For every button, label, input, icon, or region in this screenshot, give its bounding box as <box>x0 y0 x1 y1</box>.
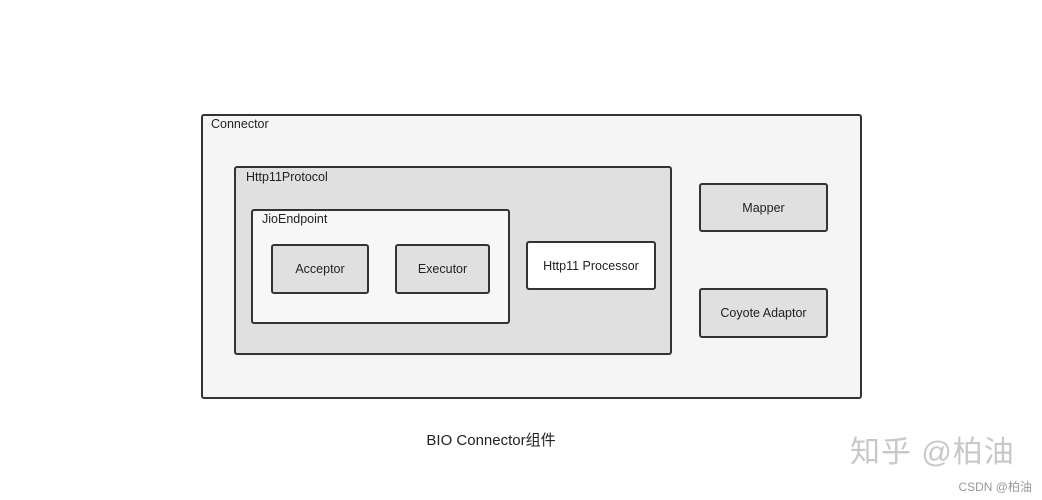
acceptor-label: Acceptor <box>295 262 345 276</box>
csdn-credit: CSDN @柏油 <box>958 480 1032 494</box>
executor-label: Executor <box>417 262 468 276</box>
jioendpoint-label: JioEndpoint <box>262 212 328 226</box>
mapper-label: Mapper <box>742 200 785 215</box>
coyote-adaptor-label: Coyote Adaptor <box>720 306 807 320</box>
mapper-node: Mapper <box>699 183 828 232</box>
http11protocol-label: Http11Protocol <box>246 170 328 184</box>
connector-label: Connector <box>211 117 269 131</box>
zhihu-watermark: 知乎 @柏油 <box>850 436 1015 469</box>
http11-processor-node: Http11 Processor <box>526 241 656 290</box>
executor-node: Executor <box>395 244 490 294</box>
diagram-caption: BIO Connector组件 <box>426 432 556 449</box>
http11-processor-label: Http11 Processor <box>543 258 639 273</box>
acceptor-node: Acceptor <box>271 244 369 294</box>
coyote-adaptor-node: Coyote Adaptor <box>699 288 828 338</box>
